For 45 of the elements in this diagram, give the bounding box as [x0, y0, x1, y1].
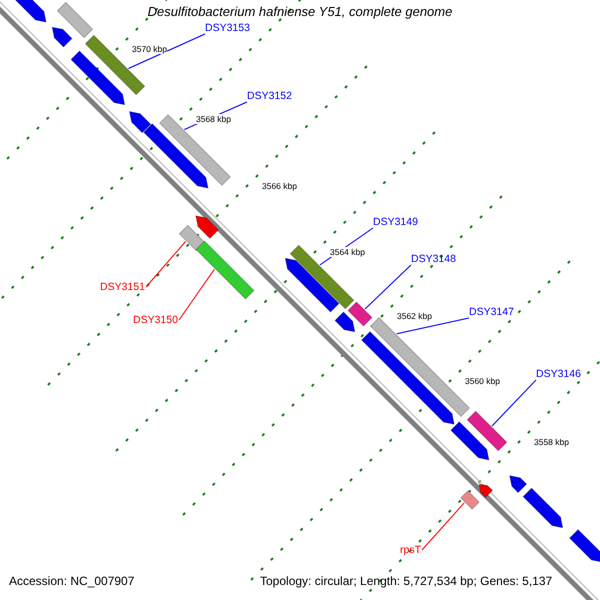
gene-block	[460, 490, 480, 510]
title: Desulfitobacterium hafniense Y51, complete genome	[148, 4, 452, 19]
gene-block	[569, 529, 600, 563]
gene-block	[361, 331, 455, 425]
gene-label: DSY3148	[411, 253, 456, 265]
leader-line	[146, 241, 186, 288]
gene-block	[478, 484, 494, 498]
gene-block	[178, 224, 206, 252]
scale-label: 3568 kbp	[196, 114, 231, 124]
gene-block	[195, 240, 255, 300]
gene-label: DSY3149	[373, 216, 418, 228]
gene-label: rpsT	[400, 544, 421, 556]
gene-block	[284, 258, 340, 313]
gene-block	[52, 26, 73, 48]
gene-label: DSY3153	[205, 22, 250, 34]
gene-label: DSY3147	[469, 306, 514, 318]
gene-label: DSY3152	[247, 90, 292, 102]
leader-line	[364, 264, 412, 310]
gene-block	[159, 114, 231, 186]
gene-block	[13, 0, 47, 23]
gene-block	[70, 50, 126, 106]
gene-label: DSY3150	[133, 314, 178, 326]
gene-block	[522, 488, 564, 528]
scale-label: 3562 kbp	[397, 311, 432, 321]
scale-label: 3558 kbp	[534, 437, 569, 447]
gene-label: DSY3146	[536, 368, 581, 380]
gene-block	[466, 410, 508, 452]
gene-block	[143, 123, 209, 189]
leader-line	[491, 380, 536, 427]
scale-label: 3560 kbp	[465, 376, 500, 386]
gene-block	[450, 421, 490, 461]
gene-block	[56, 2, 94, 38]
footer-text: Topology: circular; Length: 5,727,534 bp; Genes: 5,137	[260, 574, 552, 588]
leader-line	[128, 34, 206, 69]
leader-line	[178, 268, 215, 320]
leader-line	[422, 502, 465, 550]
gene-block	[347, 301, 373, 327]
scale-label: 3566 kbp	[262, 181, 297, 191]
scale-label: 3564 kbp	[330, 247, 365, 257]
gene-label: DSY3151	[100, 281, 145, 293]
footer-text: Accession: NC_007907	[9, 574, 134, 588]
scale-label: 3570 kbp	[132, 44, 167, 54]
gene-block	[129, 111, 152, 134]
leader-line	[396, 318, 470, 334]
gene-block	[509, 475, 528, 494]
